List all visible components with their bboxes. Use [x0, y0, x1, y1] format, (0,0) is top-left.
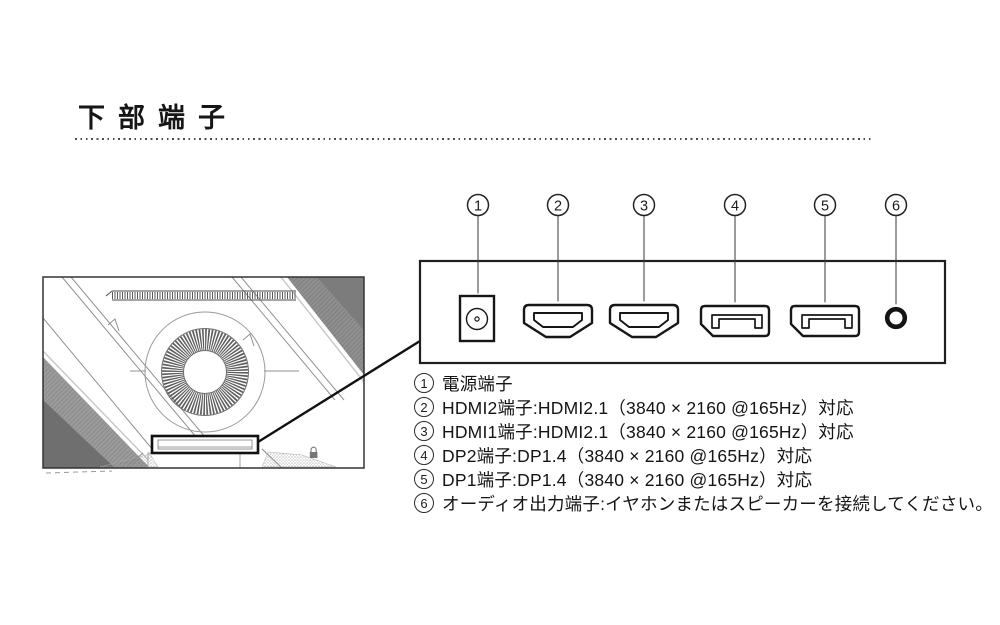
circular-mount: [144, 311, 266, 433]
callout-2: 2: [554, 198, 562, 214]
callout-5: 5: [821, 198, 829, 214]
legend-item-dp2: 4 DP2端子:DP1.4（3840 × 2160 @165Hz）対応: [414, 443, 992, 467]
port-panel: 1 2 3 4 5 6: [418, 193, 947, 365]
legend-num-6: 6: [414, 493, 434, 513]
page-title: 下部端子: [78, 103, 238, 133]
port-panel-outline: [418, 259, 947, 365]
dc-power-jack-icon: [458, 294, 496, 343]
callout-4: 4: [731, 198, 739, 214]
legend-item-power: 1 電源端子: [414, 371, 992, 395]
callout-6: 6: [892, 198, 900, 214]
legend-num-5: 5: [414, 469, 434, 489]
legend-num-1: 1: [414, 373, 434, 393]
corner-shading: [43, 277, 364, 468]
floor-dashes: [45, 470, 113, 474]
stand-details: [99, 446, 337, 468]
legend-text-3: HDMI1端子:HDMI2.1（3840 × 2160 @165Hz）対応: [442, 421, 854, 442]
vent-strip: [105, 290, 296, 301]
callout-3: 3: [640, 198, 648, 214]
monitor-back-illustration: [42, 276, 365, 474]
port-legend: 1 電源端子 2 HDMI2端子:HDMI2.1（3840 × 2160 @16…: [414, 371, 993, 515]
ports-recess-highlight: [150, 434, 260, 455]
legend-text-6: オーディオ出力端子:イヤホンまたはスピーカーを接続してください。: [442, 493, 993, 514]
legend-num-4: 4: [414, 445, 434, 465]
callout-1: 1: [474, 198, 482, 214]
monitor-outline: [42, 276, 365, 469]
audio-output-jack-icon: [884, 306, 908, 330]
legend-text-5: DP1端子:DP1.4（3840 × 2160 @165Hz）対応: [442, 469, 813, 490]
legend-item-dp1: 5 DP1端子:DP1.4（3840 × 2160 @165Hz）対応: [414, 467, 992, 491]
title-dotted-rule: [75, 138, 873, 141]
kensington-lock-icon: [309, 446, 318, 458]
legend-item-audio: 6 オーディオ出力端子:イヤホンまたはスピーカーを接続してください。: [414, 491, 993, 515]
zoom-leader-line: [257, 339, 421, 444]
legend-text-2: HDMI2端子:HDMI2.1（3840 × 2160 @165Hz）対応: [442, 397, 854, 418]
legend-text-4: DP2端子:DP1.4（3840 × 2160 @165Hz）対応: [442, 445, 813, 466]
legend-num-3: 3: [414, 421, 434, 441]
callouts: 1 2 3 4 5 6: [466, 193, 908, 305]
legend-item-hdmi1: 3 HDMI1端子:HDMI2.1（3840 × 2160 @165Hz）対応: [414, 419, 992, 443]
legend-item-hdmi2: 2 HDMI2端子:HDMI2.1（3840 × 2160 @165Hz）対応: [414, 395, 992, 419]
legend-text-1: 電源端子: [442, 373, 513, 394]
legend-num-2: 2: [414, 397, 434, 417]
